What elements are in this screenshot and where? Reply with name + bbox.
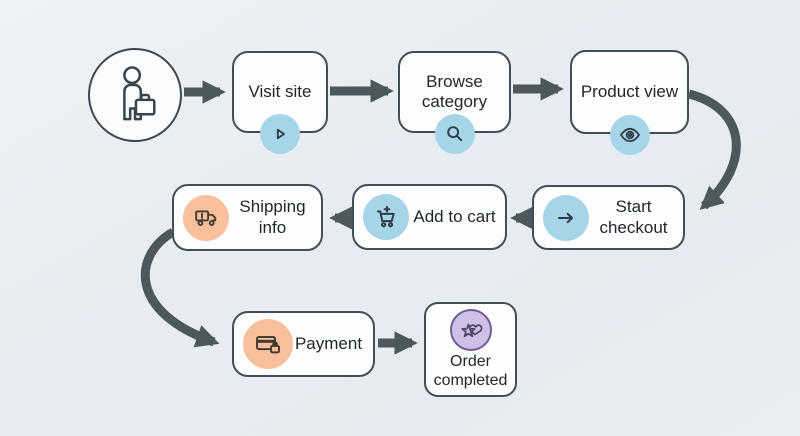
step-label: Visit site (248, 81, 312, 101)
step-label: Payment (294, 333, 363, 353)
step-node-add-to-cart: Add to cart (352, 184, 507, 250)
step-label: Browse category (421, 71, 488, 111)
step-node-product-view: Product view (570, 50, 689, 155)
eye-icon (609, 114, 650, 155)
arrow-right-icon (543, 194, 589, 241)
star-heart-icon (449, 309, 492, 351)
step-label: Order completed (433, 353, 508, 389)
arrow-product-view-to-start-checkout (687, 89, 741, 210)
play-icon (260, 113, 300, 154)
cart-plus-icon (363, 194, 409, 240)
search-icon (434, 113, 475, 154)
credit-card-lock-icon (243, 319, 293, 369)
step-label: Start checkout (599, 197, 668, 237)
step-node-payment: Payment (232, 311, 375, 377)
step-node-shipping-info: Shipping info (172, 184, 323, 251)
step-node-start-checkout: Start checkout (532, 185, 685, 250)
step-label: Product view (580, 81, 679, 101)
person-briefcase-icon (108, 64, 162, 126)
step-node-browse-category: Browse category (398, 51, 511, 154)
step-node-visit-site: Visit site (232, 51, 328, 154)
step-label: Shipping info (239, 197, 306, 237)
step-node-order-completed: Order completed (424, 302, 517, 397)
customer-persona-node (88, 48, 182, 142)
delivery-truck-icon (183, 194, 229, 241)
step-label: Add to cart (413, 206, 496, 226)
